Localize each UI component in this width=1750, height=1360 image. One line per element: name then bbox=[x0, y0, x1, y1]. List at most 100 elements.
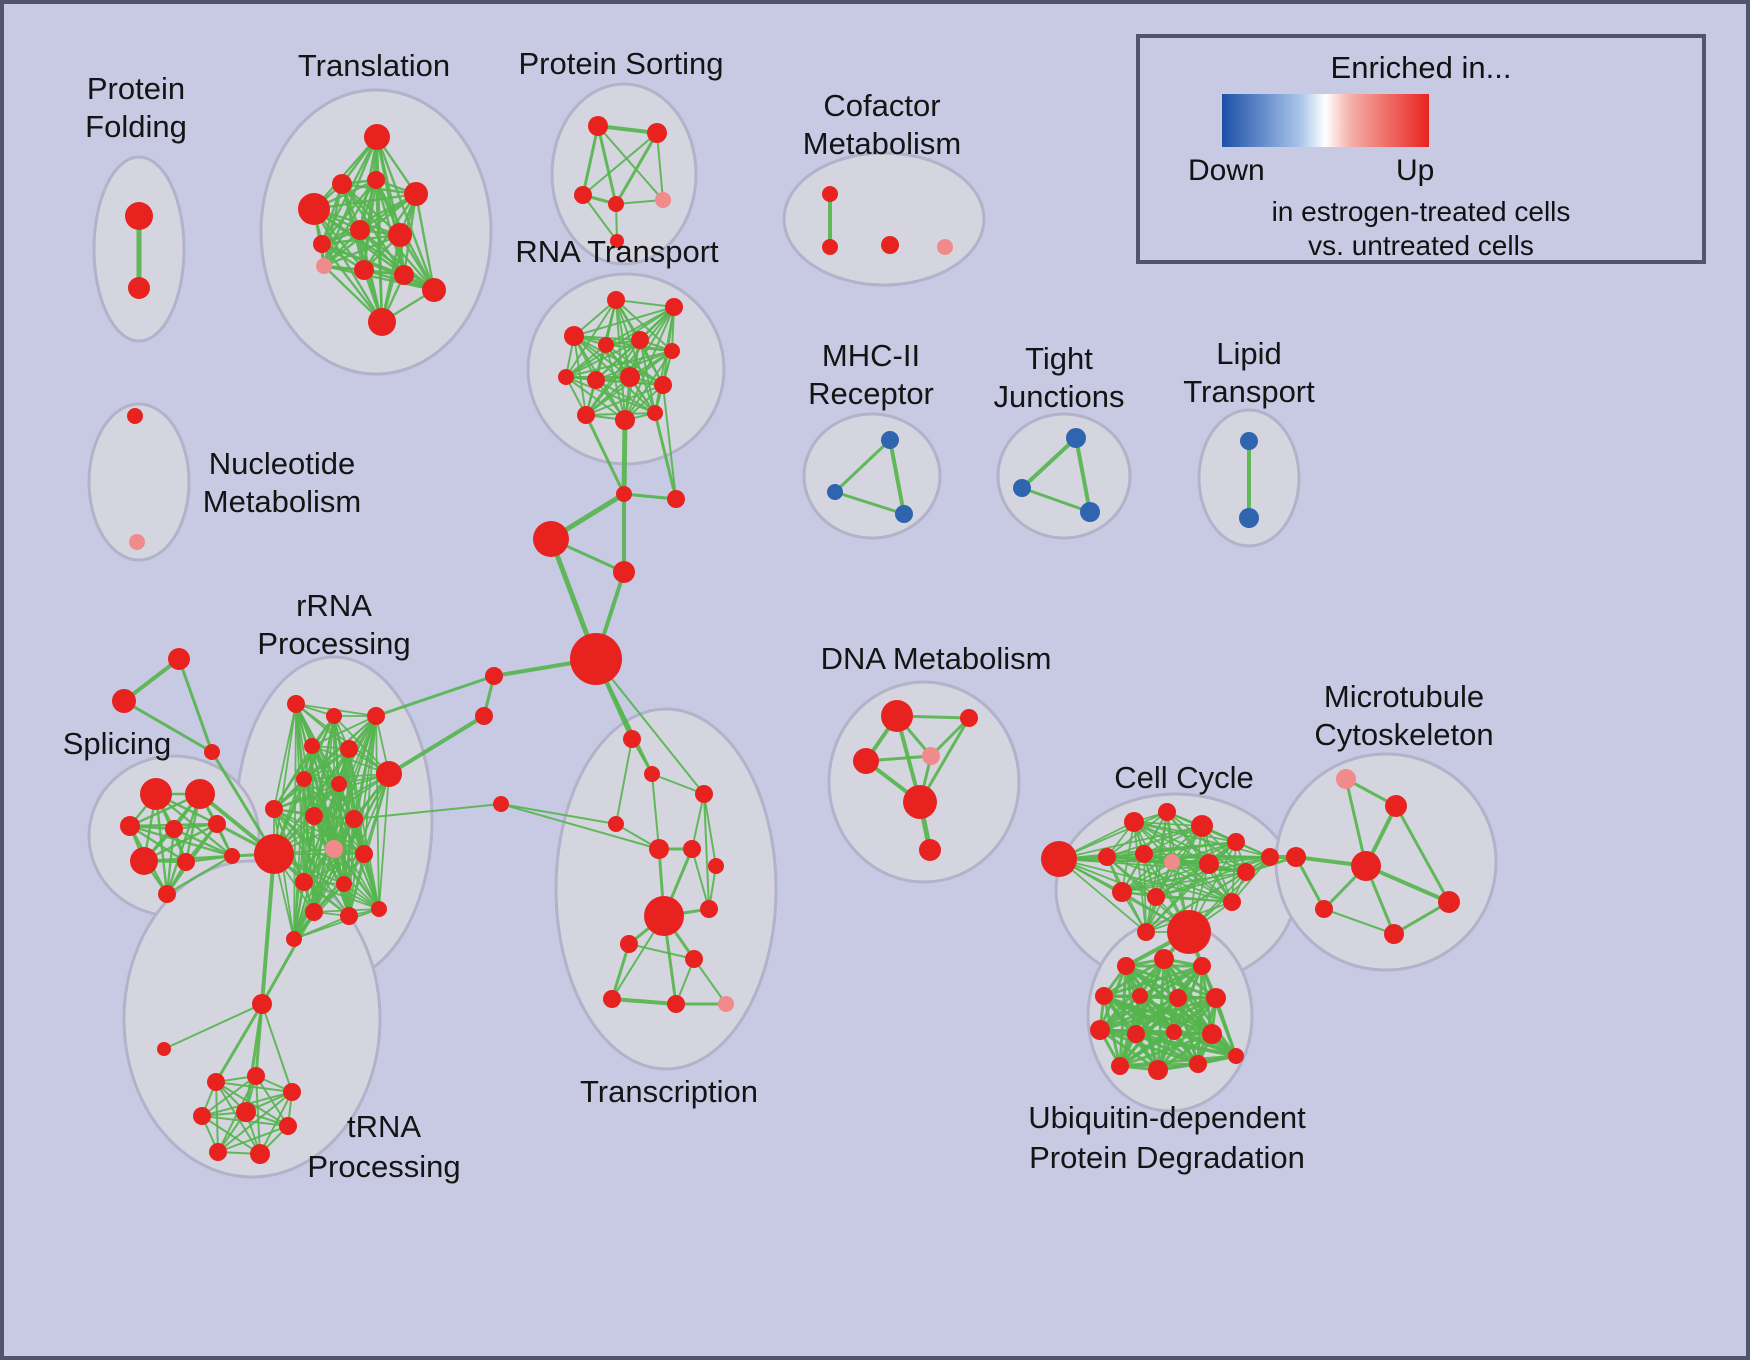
edge-ubiquitin-degradation bbox=[1102, 964, 1204, 998]
gene-set-node-transcription bbox=[603, 990, 621, 1008]
gene-set-node-ubiquitin-degradation bbox=[1169, 989, 1187, 1007]
gene-set-node-translation bbox=[298, 193, 330, 225]
edge-rrna-processing bbox=[293, 778, 305, 940]
edge-transcription bbox=[693, 958, 727, 1005]
gene-set-node-cell-cycle bbox=[1137, 923, 1155, 941]
gene-set-node-protein-sorting bbox=[588, 116, 608, 136]
legend-note-line2: vs. untreated cells bbox=[1308, 230, 1534, 261]
gene-set-node-connectors bbox=[493, 796, 509, 812]
gene-set-node-dna-metabolism bbox=[922, 747, 940, 765]
edge-rrna-processing bbox=[273, 715, 377, 810]
gene-set-node-trna-processing bbox=[193, 1107, 211, 1125]
edge-translation bbox=[312, 207, 384, 324]
gene-set-node-microtubule-cytoskeleton bbox=[1351, 851, 1381, 881]
gene-set-node-rrna-processing bbox=[254, 834, 294, 874]
gene-set-node-splicing bbox=[177, 853, 195, 871]
gene-set-node-rna-transport bbox=[664, 343, 680, 359]
cluster-label-ubiquitin-degradation: Ubiquitin-dependent bbox=[1028, 1100, 1306, 1135]
gene-set-node-protein-sorting bbox=[647, 123, 667, 143]
cluster-ellipse-tight-junctions bbox=[996, 412, 1132, 540]
edge-rna-transport bbox=[565, 350, 673, 378]
gene-set-node-rna-transport bbox=[647, 405, 663, 421]
edge-rrna-processing bbox=[293, 783, 340, 940]
gene-set-node-connectors bbox=[485, 667, 503, 685]
cluster-label-transcription: Transcription bbox=[580, 1074, 758, 1109]
cluster-label-lipid-transport: Transport bbox=[1183, 374, 1315, 409]
cluster-ellipse-nucleotide-metabolism bbox=[87, 402, 191, 562]
gene-set-node-rna-transport bbox=[564, 326, 584, 346]
edge-splicing bbox=[128, 824, 188, 864]
gene-set-node-rrna-processing bbox=[340, 740, 358, 758]
cluster-label-cofactor-metabolism: Cofactor bbox=[823, 88, 940, 123]
edge-cell-cycle bbox=[1121, 863, 1210, 893]
edge-rrna-processing bbox=[303, 881, 380, 910]
edge-link bbox=[374, 674, 496, 718]
edge-trna-processing bbox=[261, 1003, 293, 1093]
gene-set-node-ubiquitin-degradation bbox=[1090, 1020, 1110, 1040]
edge-transcription bbox=[703, 793, 710, 910]
edge-rrna-processing bbox=[293, 848, 335, 940]
edge-ubiquitin-degradation bbox=[1172, 1030, 1238, 1058]
gene-set-node-lipid-transport bbox=[1240, 432, 1258, 450]
edge-rrna-processing bbox=[363, 853, 380, 910]
edge-translation bbox=[375, 135, 436, 292]
edge-cell-cycle bbox=[1155, 856, 1271, 898]
edge-trna-processing bbox=[244, 1002, 264, 1114]
cluster-label-tight-junctions: Junctions bbox=[994, 379, 1125, 414]
gene-set-node-cofactor-metabolism bbox=[822, 239, 838, 255]
gene-set-node-rrna-processing bbox=[345, 810, 363, 828]
edge-ubiquitin-degradation bbox=[1118, 1054, 1238, 1068]
gene-set-node-splicing bbox=[165, 820, 183, 838]
gene-set-node-transcription bbox=[700, 900, 718, 918]
edge-ubiquitin-degradation bbox=[1102, 957, 1166, 998]
gene-set-node-trna-processing bbox=[250, 1144, 270, 1164]
cluster-label-rna-transport: RNA Transport bbox=[515, 234, 719, 269]
edge-protein-sorting bbox=[614, 131, 659, 206]
gene-set-node-transcription bbox=[644, 766, 660, 782]
gene-set-node-dna-metabolism bbox=[919, 839, 941, 861]
edge-rrna-processing bbox=[293, 881, 305, 940]
edge-ubiquitin-degradation bbox=[1118, 1030, 1176, 1068]
edge-link bbox=[387, 714, 486, 776]
gene-set-node-rrna-processing bbox=[305, 903, 323, 921]
legend-box: Enriched in... Down Up in estrogen-treat… bbox=[1136, 34, 1706, 264]
gene-set-node-protein-sorting bbox=[655, 192, 671, 208]
cluster-label-tight-junctions: Tight bbox=[1025, 341, 1093, 376]
gene-set-node-microtubule-cytoskeleton bbox=[1336, 769, 1356, 789]
gene-set-node-transcription bbox=[667, 995, 685, 1013]
gene-set-node-protein-sorting bbox=[608, 196, 624, 212]
cluster-label-nucleotide-metabolism: Nucleotide bbox=[209, 446, 355, 481]
edge-rna-transport bbox=[605, 344, 626, 421]
gene-set-node-connectors bbox=[616, 486, 632, 502]
cluster-ellipse-cofactor-metabolism bbox=[782, 151, 986, 287]
gene-set-node-splicing bbox=[224, 848, 240, 864]
gene-set-node-transcription bbox=[695, 785, 713, 803]
edge-cell-cycle bbox=[1106, 811, 1168, 858]
edge-rrna-processing bbox=[273, 808, 295, 940]
edge-rrna-processing bbox=[311, 715, 377, 747]
gene-set-node-cell-cycle bbox=[1147, 888, 1165, 906]
edge-cell-cycle bbox=[1121, 856, 1271, 893]
gene-set-node-rna-transport bbox=[620, 367, 640, 387]
gene-set-node-trna-processing bbox=[236, 1102, 256, 1122]
gene-set-node-connectors bbox=[475, 707, 493, 725]
gene-set-node-trna-processing bbox=[283, 1083, 301, 1101]
edge-transcription bbox=[651, 773, 705, 795]
gene-set-node-connectors bbox=[667, 490, 685, 508]
cluster-label-cell-cycle: Cell Cycle bbox=[1114, 760, 1254, 795]
edge-trna-processing bbox=[215, 1081, 293, 1093]
gene-set-node-rrna-processing bbox=[295, 873, 313, 891]
gene-set-node-splicing bbox=[120, 816, 140, 836]
edge-transcription bbox=[691, 848, 710, 910]
legend-down-label: Down bbox=[1188, 154, 1265, 187]
edge-ubiquitin-degradation bbox=[1098, 996, 1218, 1032]
gene-set-node-connectors bbox=[533, 521, 569, 557]
edge-rna-transport bbox=[585, 384, 664, 416]
edge-tight-junctions bbox=[1074, 436, 1092, 514]
gene-set-node-protein-sorting bbox=[610, 234, 624, 248]
gene-set-node-cell-cycle bbox=[1112, 882, 1132, 902]
gene-set-node-rrna-processing bbox=[336, 876, 352, 892]
legend-note-line1: in estrogen-treated cells bbox=[1271, 196, 1571, 227]
edge-cell-cycle bbox=[1231, 856, 1271, 903]
gene-set-node-dna-metabolism bbox=[853, 748, 879, 774]
